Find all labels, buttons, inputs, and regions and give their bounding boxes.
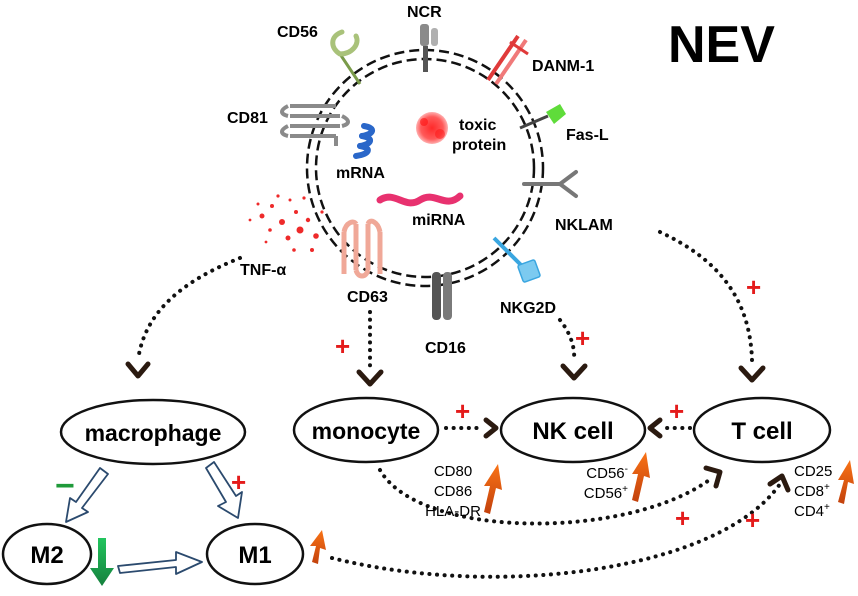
toxic-protein-label-1: toxic bbox=[459, 117, 496, 134]
arrow-head-nk bbox=[560, 363, 588, 381]
nkg2d-receptor-icon bbox=[492, 236, 541, 283]
tnfa-label: TNF-α bbox=[240, 262, 286, 279]
nk-marker-1: CD56+ bbox=[584, 484, 628, 502]
toxic-protein-label-2: protein bbox=[452, 137, 506, 154]
danm1-label: DANM-1 bbox=[532, 58, 594, 75]
arrow-nkg2d-to-nk bbox=[558, 318, 577, 362]
nk-cell-label: NK cell bbox=[532, 418, 613, 445]
ncr-receptor-icon bbox=[420, 24, 438, 72]
cd56-label: CD56 bbox=[277, 24, 318, 41]
arrow-head-tcell-nk bbox=[647, 417, 663, 439]
arrow-head-tcell bbox=[738, 365, 766, 383]
plus-sign-monocyte-tcell: + bbox=[675, 503, 690, 533]
nklam-receptor-icon bbox=[522, 170, 578, 198]
macrophage-cell: macrophage bbox=[59, 398, 247, 466]
plus-sign-monocyte-nk: + bbox=[455, 396, 470, 426]
arrow-macrophage-to-m1 bbox=[205, 461, 243, 519]
toxic-protein-icon bbox=[416, 112, 448, 144]
cd56-receptor-icon bbox=[330, 29, 362, 85]
nklam-label: NKLAM bbox=[555, 217, 613, 234]
monocyte-cell: monocyte bbox=[292, 396, 440, 464]
arrow-monocyte-to-tcell bbox=[378, 468, 714, 526]
fasl-receptor-icon bbox=[519, 104, 566, 130]
macrophage-label: macrophage bbox=[85, 420, 222, 446]
mrna-label: mRNA bbox=[336, 165, 385, 182]
arrow-m1-to-tcell bbox=[330, 482, 782, 579]
arrow-vesicle-to-macrophage bbox=[136, 256, 242, 362]
fasl-label: Fas-L bbox=[566, 127, 609, 144]
up-arrow-icon-tcell bbox=[838, 460, 854, 504]
cd16-label: CD16 bbox=[425, 340, 466, 357]
mrna-icon bbox=[353, 123, 375, 159]
plus-sign-nk: + bbox=[575, 323, 590, 353]
up-arrow-icon-m1 bbox=[310, 530, 326, 564]
mirna-icon bbox=[376, 192, 464, 207]
monocyte-label: monocyte bbox=[312, 418, 421, 444]
t-cell: T cell bbox=[692, 396, 832, 464]
cd63-receptor-icon bbox=[341, 218, 383, 279]
danm1-receptor-icon bbox=[486, 34, 529, 86]
nk-marker-0: CD56- bbox=[586, 464, 628, 482]
cd63-label: CD63 bbox=[347, 289, 388, 306]
t-cell-label: T cell bbox=[731, 418, 792, 445]
mirna-label: miRNA bbox=[412, 212, 466, 229]
arrow-m2-to-m1 bbox=[117, 551, 203, 575]
t-markers: CD25 CD8+ CD4+ bbox=[794, 463, 832, 520]
monocyte-marker-1: CD86 bbox=[434, 483, 472, 500]
arrow-head-macrophage bbox=[125, 361, 151, 379]
up-arrow-icon-nk bbox=[632, 452, 650, 502]
nk-cell: NK cell bbox=[499, 396, 647, 464]
arrow-head-m1-tcell bbox=[767, 473, 791, 493]
m2-label: M2 bbox=[30, 542, 63, 569]
arrow-macrophage-to-m2 bbox=[65, 467, 109, 523]
down-arrow-icon-m2 bbox=[90, 538, 114, 586]
plus-sign-monocyte: + bbox=[335, 331, 350, 361]
arrow-head-monocyte-nk bbox=[483, 417, 499, 439]
nkg2d-label: NKG2D bbox=[500, 300, 556, 317]
plus-sign-tcell: + bbox=[746, 272, 761, 302]
arrow-head-monocyte bbox=[356, 369, 384, 387]
t-marker-0: CD25 bbox=[794, 463, 832, 480]
nk-markers: CD56- CD56+ bbox=[584, 464, 628, 502]
m1-label: M1 bbox=[238, 542, 271, 569]
ncr-label: NCR bbox=[407, 4, 442, 21]
title: NEV bbox=[668, 16, 775, 74]
arrow-head-monocyte-tcell bbox=[703, 465, 723, 489]
plus-sign-m1: + bbox=[231, 467, 246, 497]
monocyte-marker-0: CD80 bbox=[434, 463, 472, 480]
cd81-label: CD81 bbox=[227, 110, 268, 127]
t-marker-1: CD8+ bbox=[794, 482, 830, 500]
arrow-nklam-to-tcell bbox=[658, 230, 754, 362]
plus-sign-tcell-nk: + bbox=[669, 396, 684, 426]
m1-cell: M1 bbox=[205, 522, 305, 586]
monocyte-marker-2: HLA-DR bbox=[425, 503, 481, 520]
t-marker-2: CD4+ bbox=[794, 502, 830, 520]
plus-sign-m1-tcell: + bbox=[745, 505, 760, 535]
cd81-receptor-icon bbox=[280, 104, 350, 146]
tnfa-particles-icon bbox=[248, 194, 324, 252]
m2-cell: M2 bbox=[1, 522, 93, 586]
up-arrow-icon-monocyte bbox=[484, 464, 502, 514]
cd16-receptor-icon bbox=[432, 272, 452, 320]
minus-sign-m2: − bbox=[55, 467, 75, 505]
monocyte-markers: CD80 CD86 HLA-DR bbox=[425, 463, 481, 520]
